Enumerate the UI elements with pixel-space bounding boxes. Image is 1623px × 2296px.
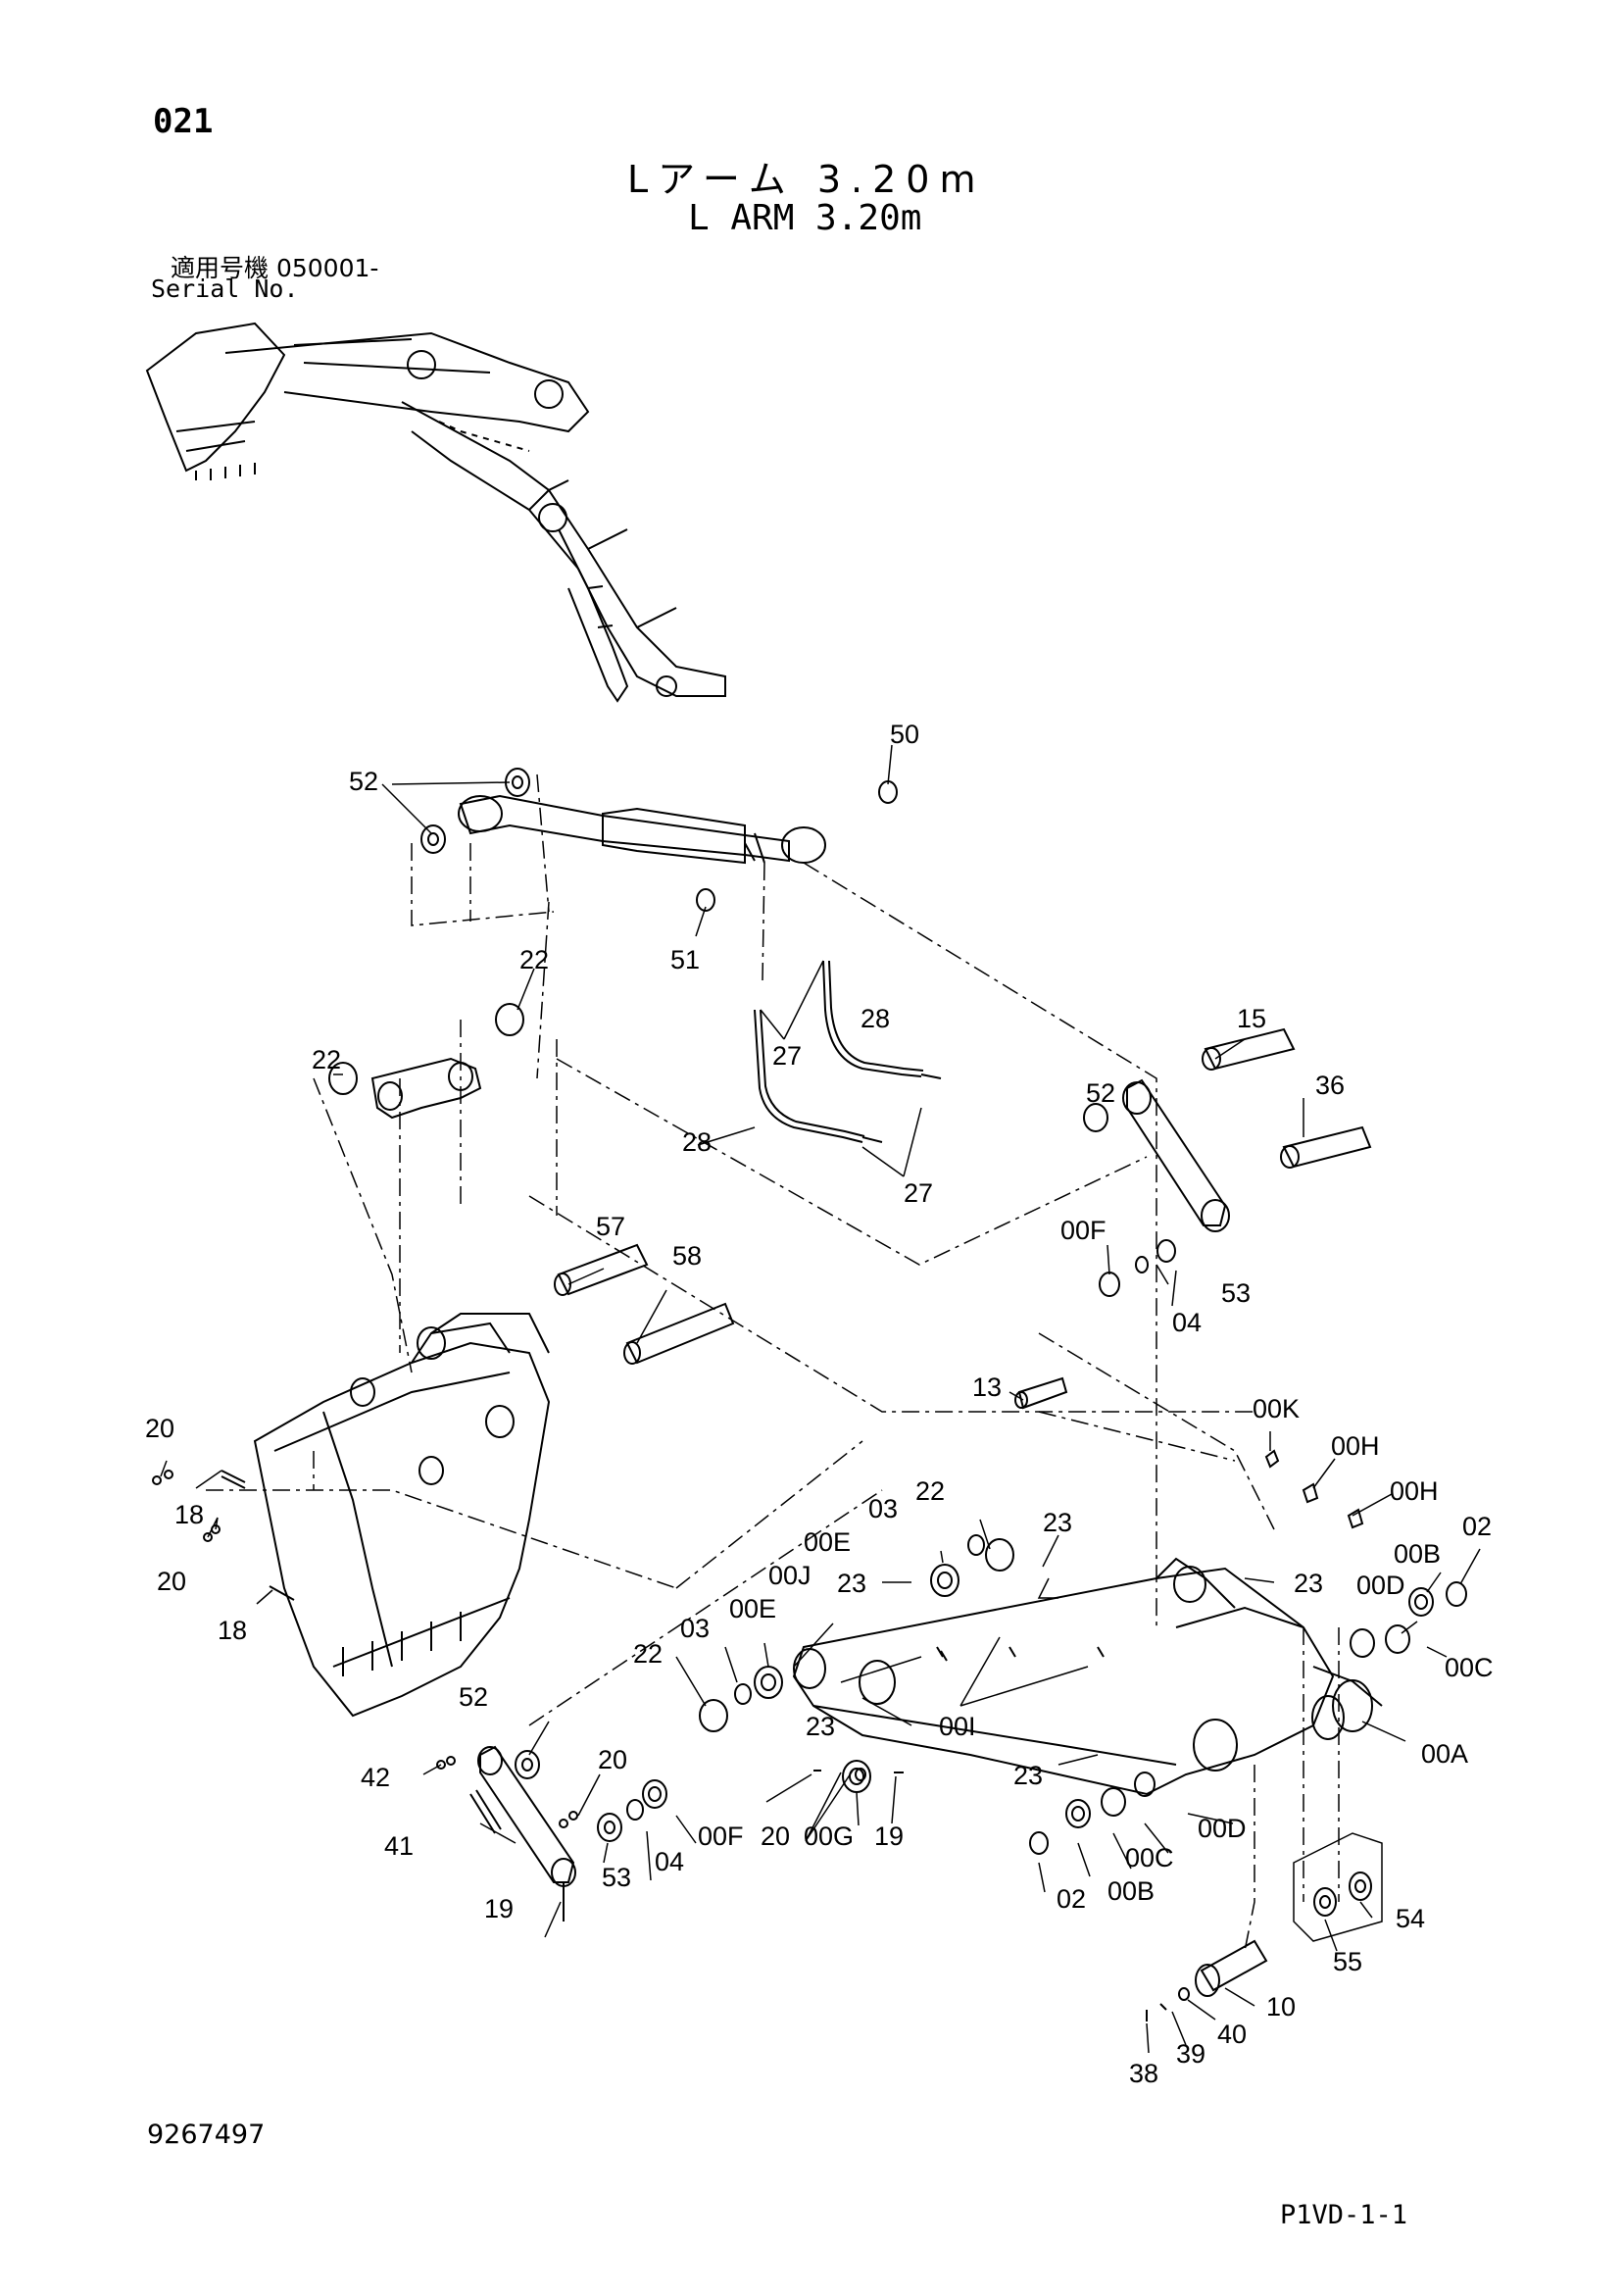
arm-body xyxy=(792,1557,1383,1796)
callout-00B-lower: 00B xyxy=(1107,1876,1155,1906)
callout-50: 50 xyxy=(890,720,919,749)
callout-22-left: 22 xyxy=(312,1045,341,1074)
callout-00H-upper: 00H xyxy=(1331,1431,1380,1461)
callout-00C-lower: 00C xyxy=(1125,1843,1174,1872)
hydraulic-hoses xyxy=(754,960,942,1143)
callout-39: 39 xyxy=(1176,2039,1205,2069)
page-title-english: L ARM 3.20m xyxy=(688,198,922,238)
callout-00E-middle: 00E xyxy=(804,1527,851,1557)
callout-03-middle: 03 xyxy=(868,1494,898,1523)
cylinder-washers xyxy=(420,768,898,912)
callout-22-upper: 22 xyxy=(519,945,549,974)
callout-18-lower: 18 xyxy=(218,1616,247,1645)
callout-19-left: 19 xyxy=(484,1894,514,1923)
excavator-overview-illustration xyxy=(145,322,726,703)
callout-00F-right: 00F xyxy=(1060,1216,1107,1245)
callout-53-left: 53 xyxy=(602,1863,631,1892)
page-code: P1VD-1-1 xyxy=(1280,2200,1408,2230)
callout-00D-lower: 00D xyxy=(1198,1814,1247,1843)
callout-52-right: 52 xyxy=(1086,1078,1115,1108)
callout-38: 38 xyxy=(1129,2059,1158,2088)
callout-22-lower: 22 xyxy=(633,1639,663,1669)
callout-40: 40 xyxy=(1217,2020,1247,2049)
callout-53-right: 53 xyxy=(1221,1278,1251,1308)
callout-00F-left: 00F xyxy=(698,1822,744,1851)
serial-range-label: 適用号機 050001- xyxy=(171,254,379,282)
callout-00E-lower: 00E xyxy=(729,1594,776,1623)
arm-link xyxy=(328,1003,524,1120)
callout-00D-right: 00D xyxy=(1356,1571,1405,1600)
callout-20-bottom: 20 xyxy=(761,1822,790,1851)
callout-28-right: 28 xyxy=(861,1004,890,1033)
callout-00I: 00I xyxy=(939,1712,976,1741)
callout-00H-lower: 00H xyxy=(1390,1476,1439,1506)
callout-15: 15 xyxy=(1237,1004,1266,1033)
callout-03-lower: 03 xyxy=(680,1614,710,1643)
callout-00C-right: 00C xyxy=(1445,1653,1494,1682)
bucket-cylinder xyxy=(458,794,826,865)
callout-22-middle: 22 xyxy=(915,1476,945,1506)
callout-00G: 00G xyxy=(804,1822,854,1851)
callout-28-left: 28 xyxy=(682,1127,712,1157)
callout-02-right: 02 xyxy=(1462,1512,1492,1541)
callout-02-lower: 02 xyxy=(1057,1884,1086,1914)
callout-23-upper: 23 xyxy=(1043,1508,1072,1537)
callout-57: 57 xyxy=(596,1212,625,1241)
callout-55: 55 xyxy=(1333,1947,1362,1976)
side-link-and-pins xyxy=(1083,1027,1372,1297)
callout-20-top-left: 20 xyxy=(145,1414,174,1443)
callout-00K: 00K xyxy=(1253,1394,1300,1423)
lower-link xyxy=(436,1745,578,1922)
callout-20-link: 20 xyxy=(598,1745,627,1774)
small-fittings xyxy=(813,1376,1364,1781)
callout-58: 58 xyxy=(672,1241,702,1271)
callout-23-lower: 23 xyxy=(806,1712,835,1741)
callout-04-left: 04 xyxy=(655,1847,684,1876)
bushings-and-rings xyxy=(515,1534,1467,1855)
callout-36: 36 xyxy=(1315,1071,1345,1100)
assembly-leader-lines xyxy=(206,774,1340,1952)
callout-00B-right: 00B xyxy=(1394,1539,1441,1569)
callout-52-top: 52 xyxy=(349,767,378,796)
drawing-number: 9267497 xyxy=(147,2120,266,2150)
callout-54: 54 xyxy=(1396,1904,1425,1933)
callout-27-upper: 27 xyxy=(772,1041,802,1071)
callout-41: 41 xyxy=(384,1831,414,1861)
serial-number-label: Serial No. xyxy=(151,275,299,303)
callout-10: 10 xyxy=(1266,1992,1296,2021)
callout-52-bottom: 52 xyxy=(459,1682,488,1712)
bucket xyxy=(253,1313,551,1718)
arm-pin-assembly xyxy=(1146,1832,1383,2021)
callout-23-right: 23 xyxy=(1294,1569,1323,1598)
bucket-pins xyxy=(554,1243,735,1365)
page-number: 021 xyxy=(153,102,214,141)
callout-27-lower: 27 xyxy=(904,1178,933,1208)
callout-42: 42 xyxy=(361,1763,390,1792)
callout-00A: 00A xyxy=(1421,1739,1468,1769)
callout-13: 13 xyxy=(972,1373,1002,1402)
callout-00J: 00J xyxy=(768,1561,812,1590)
page-title-japanese: Lアーム 3.20m xyxy=(627,158,986,201)
callout-23-middle: 23 xyxy=(837,1569,866,1598)
callout-23-bottom: 23 xyxy=(1013,1761,1043,1790)
callout-18-upper: 18 xyxy=(174,1500,204,1529)
callout-20-left: 20 xyxy=(157,1567,186,1596)
callout-19-right: 19 xyxy=(874,1822,904,1851)
callout-51: 51 xyxy=(670,945,700,974)
callout-04-right: 04 xyxy=(1172,1308,1202,1337)
callout-leader-lines xyxy=(160,744,1481,2054)
